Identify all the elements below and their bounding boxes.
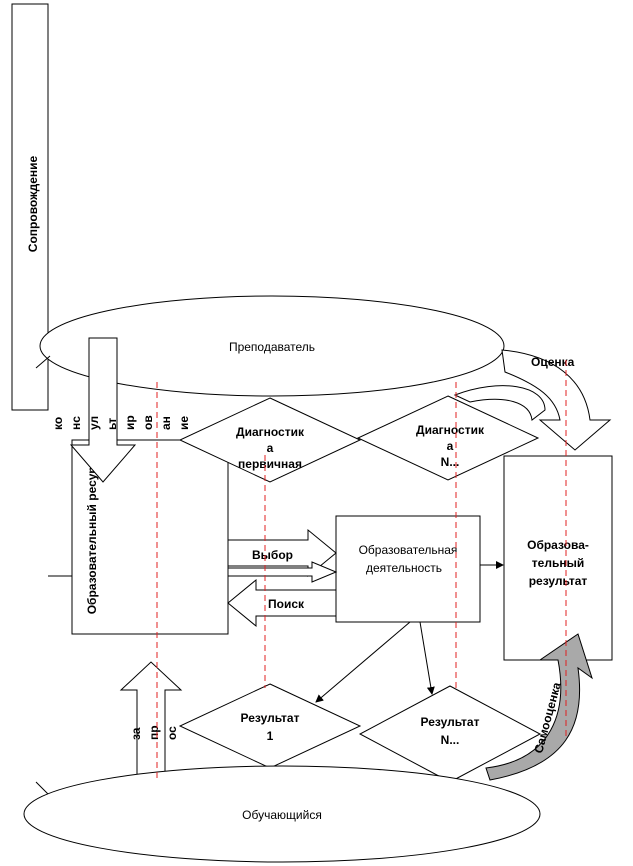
educational-resource-label: Образовательный ресурс <box>85 459 99 614</box>
request-fragment: пр <box>147 725 161 740</box>
support-label: Сопровождение <box>26 155 40 252</box>
request-fragment: за <box>129 727 143 740</box>
educational-result-line-1: Образова- <box>527 538 589 552</box>
consulting-fragments: ко нс ул ьт ир ов ан ие <box>51 415 191 430</box>
activity-to-result1-connector <box>315 621 411 703</box>
result-1-line-1: Результат <box>241 711 300 725</box>
teacher-label: Преподаватель <box>229 340 315 354</box>
search-arrow: Поиск <box>227 578 337 628</box>
diagnostics-primary-line-3: первичная <box>238 457 302 471</box>
educational-result-box: Образова- тельный результат <box>503 455 613 661</box>
educational-activity-box: Образовательная деятельность <box>335 515 481 623</box>
assessment-arrow: Оценка <box>501 349 612 451</box>
result-n-line-2: N... <box>441 733 460 747</box>
diagnostics-n-line-1: Диагностик <box>416 423 485 437</box>
consulting-fragment: ан <box>159 416 173 430</box>
request-up-arrow <box>119 661 183 783</box>
search-label: Поиск <box>268 597 305 611</box>
curved-arrow-diagnostics <box>453 385 546 421</box>
diagnostics-primary-line-2: а <box>267 441 274 455</box>
educational-result-line-3: результат <box>529 574 588 588</box>
result-n-diamond: Результат N... <box>358 685 542 783</box>
consulting-fragment: ир <box>123 415 137 430</box>
consulting-fragment: ко <box>51 417 65 430</box>
thin-right-arrow <box>227 561 338 583</box>
diagnostics-primary-line-1: Диагностик <box>236 425 305 439</box>
consulting-fragment: нс <box>69 416 83 430</box>
consulting-fragment: ьт <box>105 418 119 430</box>
guide-lines <box>156 360 567 780</box>
left-tick-line <box>35 355 51 369</box>
activity-to-resultn-connector <box>419 621 435 695</box>
request-fragment: ос <box>165 726 179 740</box>
educational-activity-line-2: деятельность <box>366 561 442 575</box>
student-ellipse: Обучающийся <box>23 765 541 863</box>
result-1-line-2: 1 <box>267 729 274 743</box>
support-box: Сопровождение <box>11 3 49 411</box>
request-fragments: за пр ос <box>129 725 179 740</box>
diagnostics-primary-diamond: Диагностик а первичная <box>178 397 362 483</box>
educational-result-line-2: тельный <box>532 556 584 570</box>
diagnostics-n-line-2: а <box>447 439 454 453</box>
consulting-fragment: ие <box>177 416 191 430</box>
result-1-diamond: Результат 1 <box>178 683 362 769</box>
consulting-fragment: ул <box>87 416 101 430</box>
student-label: Обучающийся <box>242 808 322 822</box>
choice-arrow: Выбор <box>227 528 337 578</box>
consulting-down-arrow <box>69 337 137 483</box>
assessment-label: Оценка <box>531 355 575 369</box>
diagnostics-n-diamond: Диагностик а N... <box>356 395 540 481</box>
teacher-ellipse: Преподаватель <box>39 295 505 397</box>
diagnostics-n-line-3: N... <box>441 455 460 469</box>
choice-label: Выбор <box>252 548 293 562</box>
educational-activity-line-1: Образовательная <box>359 543 458 557</box>
result-n-line-1: Результат <box>421 715 480 729</box>
consulting-fragment: ов <box>141 415 155 430</box>
left-tick-line <box>35 781 49 795</box>
